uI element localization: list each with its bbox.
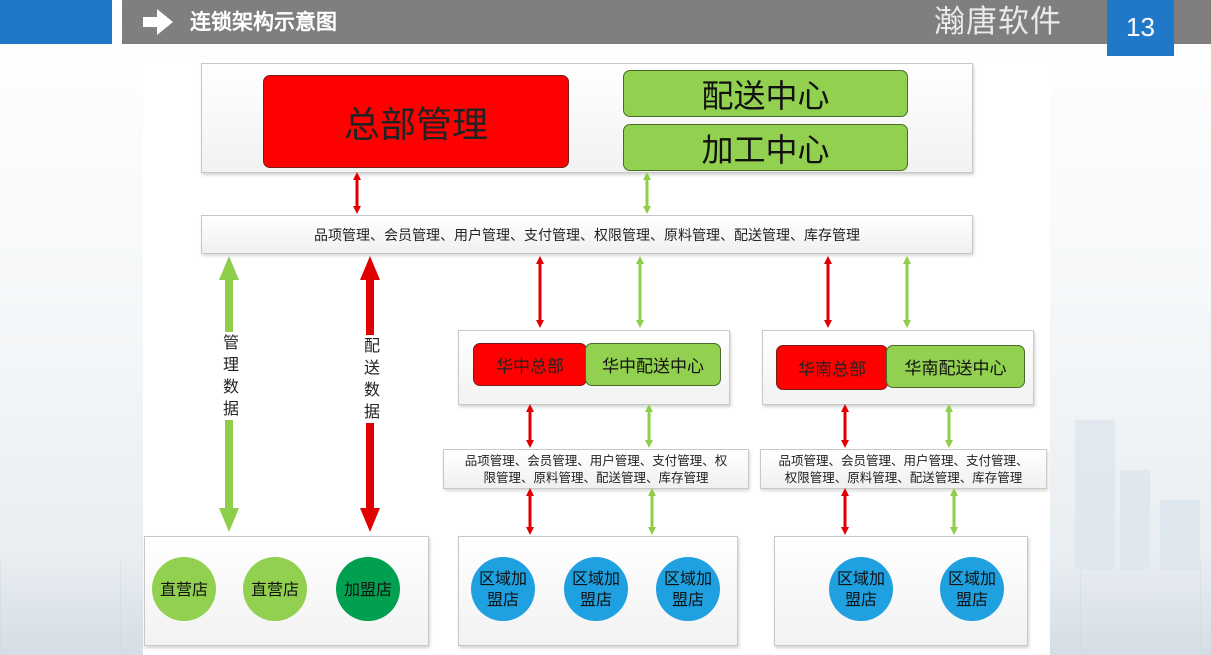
regional-franchise-node: 区域加 盟店: [829, 557, 893, 621]
direct-store-label: 直营店: [250, 579, 299, 599]
regional-franchise-label-line1: 区域加: [836, 569, 885, 588]
regional-franchise-label-line2: 盟店: [955, 590, 988, 609]
hq-label: 总部管理: [343, 104, 488, 146]
south-hq-box: 华南总部: [776, 345, 888, 390]
background-building: [1160, 500, 1200, 570]
regional-franchise-label-line1: 区域加: [571, 569, 620, 588]
regional-franchise-node: 区域加 盟店: [471, 557, 535, 621]
header-accent-block: [0, 0, 112, 44]
regional-franchise-label-line1: 区域加: [663, 569, 712, 588]
background-building: [1075, 420, 1115, 570]
south-functions-bar: 品项管理、会员管理、用户管理、支付管理、 权限管理、原料管理、配送管理、库存管理: [760, 449, 1047, 489]
south-hq-label: 华南总部: [798, 360, 866, 380]
regional-franchise-label-line1: 区域加: [947, 569, 996, 588]
south-center-label: 华南配送中心: [904, 359, 1007, 379]
regional-franchise-label-line2: 盟店: [671, 590, 704, 609]
delivery-data-label: 配送数据: [362, 335, 382, 423]
page-number-badge: 13: [1107, 0, 1174, 56]
header-bar: 连锁架构示意图 瀚唐软件 13: [0, 0, 1211, 56]
regional-franchise-node: 区域加 盟店: [564, 557, 628, 621]
brand-logo-text: 瀚唐软件: [934, 4, 1062, 40]
central-functions-line1: 品项管理、会员管理、用户管理、支付管理、权: [464, 453, 728, 468]
main-functions-text: 品项管理、会员管理、用户管理、支付管理、权限管理、原料管理、配送管理、库存管理: [314, 227, 860, 244]
arrow-right-icon: [143, 9, 173, 35]
direct-store-label: 直营店: [159, 579, 208, 599]
manage-data-label: 管理数据: [221, 332, 241, 420]
central-functions-line2: 限管理、原料管理、配送管理、库存管理: [483, 470, 709, 485]
south-functions-line2: 权限管理、原料管理、配送管理、库存管理: [784, 470, 1023, 485]
page-title: 连锁架构示意图: [190, 10, 337, 34]
background-building: [1120, 470, 1150, 570]
south-functions-line1: 品项管理、会员管理、用户管理、支付管理、: [778, 453, 1029, 468]
distribution-center-box: 配送中心: [623, 70, 908, 117]
processing-center-box: 加工中心: [623, 124, 908, 171]
franchise-store-node: 加盟店: [336, 557, 400, 621]
central-hq-label: 华中总部: [496, 357, 564, 377]
regional-franchise-label-line2: 盟店: [844, 590, 877, 609]
direct-store-node: 直营店: [152, 557, 216, 621]
main-functions-bar: 品项管理、会员管理、用户管理、支付管理、权限管理、原料管理、配送管理、库存管理: [201, 215, 973, 254]
regional-franchise-node: 区域加 盟店: [656, 557, 720, 621]
south-center-box: 华南配送中心: [886, 345, 1025, 388]
central-functions-bar: 品项管理、会员管理、用户管理、支付管理、权 限管理、原料管理、配送管理、库存管理: [443, 449, 749, 489]
franchise-store-label: 加盟店: [343, 579, 392, 599]
regional-franchise-label-line2: 盟店: [579, 590, 612, 609]
direct-store-node: 直营店: [243, 557, 307, 621]
regional-franchise-label-line2: 盟店: [486, 590, 519, 609]
header-title-bar: [122, 0, 1211, 44]
central-hq-box: 华中总部: [473, 343, 587, 386]
regional-franchise-label-line1: 区域加: [478, 569, 527, 588]
distribution-center-label: 配送中心: [701, 76, 830, 115]
central-center-box: 华中配送中心: [585, 343, 721, 386]
hq-box: 总部管理: [263, 75, 569, 168]
central-center-label: 华中配送中心: [602, 357, 704, 377]
processing-center-label: 加工中心: [701, 130, 830, 169]
regional-franchise-node: 区域加 盟店: [940, 557, 1004, 621]
